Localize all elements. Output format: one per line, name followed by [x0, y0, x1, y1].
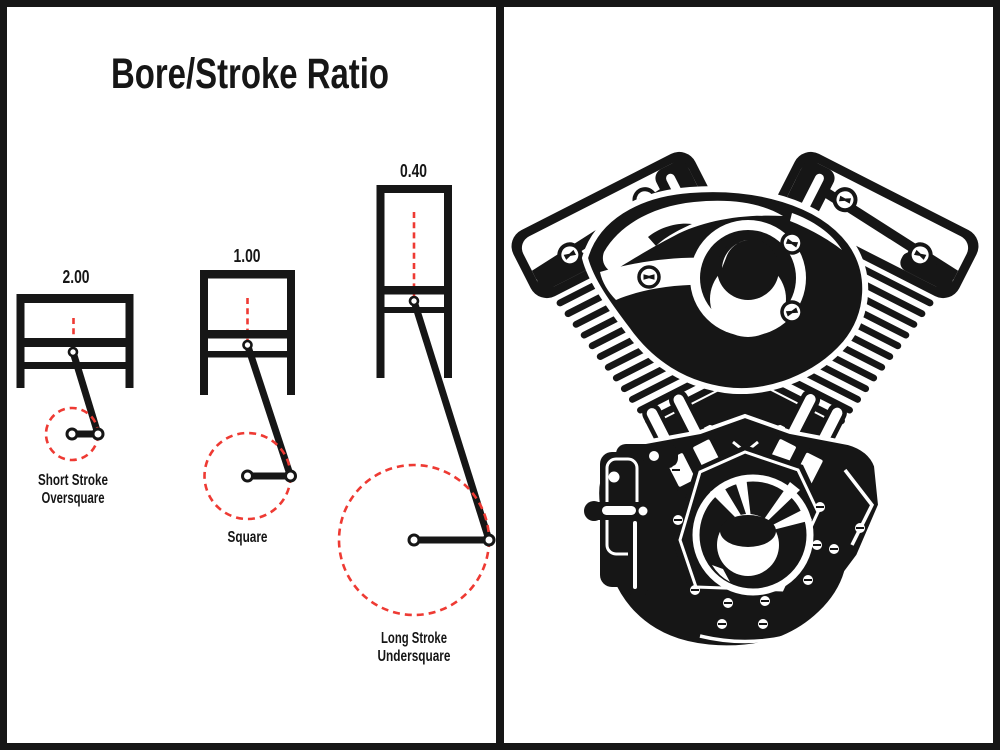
- intake: [695, 394, 795, 430]
- cover-glint: [722, 240, 748, 268]
- cam-cover: [672, 445, 825, 597]
- diagram-undersquare: 0.40 Long Stroke Undersquare: [337, 161, 496, 665]
- cover-center: [717, 238, 779, 300]
- diagram-square: 1.00 Square: [200, 246, 297, 546]
- diagram-label-line2: Undersquare: [378, 648, 451, 665]
- kick-lever: [584, 501, 648, 521]
- cone-glint: [712, 565, 730, 582]
- chrome-highlight: [602, 200, 783, 272]
- diagram-oversquare: 2.00 Short Stroke Oversquare: [16, 267, 134, 507]
- crank-center: [241, 469, 254, 483]
- air-cleaner-screw: [637, 265, 661, 289]
- connecting-rod: [410, 299, 493, 542]
- cam-mouth-shadow: [720, 515, 776, 547]
- connecting-rod: [244, 343, 294, 478]
- cover-screw: [557, 242, 583, 268]
- highlight-swoosh: [648, 223, 692, 246]
- cylinder: [16, 294, 134, 388]
- bore-stroke-diagram: Bore/Stroke Ratio 2.00 Short Stroke Over…: [16, 50, 496, 665]
- diagram-label-line1: Long Stroke: [381, 630, 447, 647]
- crank-center: [407, 533, 421, 547]
- piston-pin: [67, 346, 79, 358]
- air-cleaner: [581, 186, 869, 394]
- page-title: Bore/Stroke Ratio: [111, 50, 389, 98]
- crank-center: [65, 427, 79, 441]
- ratio-label: 2.00: [63, 267, 90, 287]
- diagram-label-line2: Oversquare: [42, 490, 105, 507]
- crank-pin: [284, 469, 297, 483]
- piston-pin: [408, 295, 420, 307]
- case-seam: [699, 634, 791, 644]
- rocker-cover-right: [775, 151, 979, 299]
- diagram-label-line1: Short Stroke: [38, 472, 108, 489]
- crank-pin: [91, 427, 105, 441]
- cover-screw: [907, 242, 933, 268]
- air-cleaner-screw: [780, 300, 804, 324]
- diagram-label-line1: Square: [228, 529, 268, 546]
- ratio-label: 0.40: [400, 161, 427, 181]
- air-cleaner-screw: [780, 231, 804, 255]
- cover-screw: [832, 187, 858, 213]
- highlight-right: [790, 213, 842, 250]
- crank-pin: [482, 533, 496, 547]
- engine-panel: [504, 7, 993, 743]
- bore-stroke-panel: Bore/Stroke Ratio 2.00 Short Stroke Over…: [7, 7, 496, 743]
- cylinder: [200, 270, 295, 395]
- ratio-label: 1.00: [234, 246, 261, 266]
- engine-bolt-slits: [672, 469, 864, 625]
- engine-illustration: [511, 151, 979, 650]
- piston-pin: [242, 339, 253, 351]
- cylinder: [376, 185, 452, 378]
